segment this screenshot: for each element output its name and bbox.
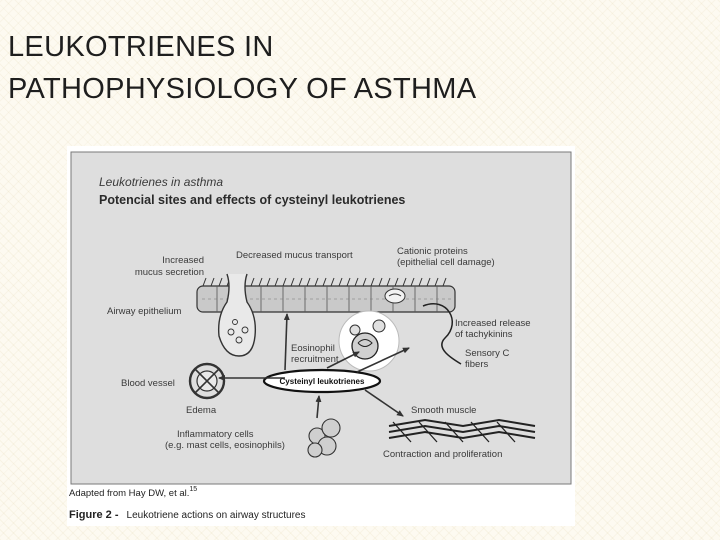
label-contraction: Contraction and proliferation [383,449,502,460]
label-increased-mucus: Increased [162,255,204,266]
figure-source-ref: 15 [189,486,197,493]
figure-frame: Leukotrienes in asthma Potencial sites a… [67,146,575,526]
label-sensory-fibers-2: fibers [465,359,488,370]
figure-caption: Figure 2 - Leukotriene actions on airway … [69,509,306,521]
label-cationic-proteins-2: (epithelial cell damage) [397,257,495,268]
label-cationic-proteins: Cationic proteins [397,246,468,257]
label-inflammatory-cells: Inflammatory cells [177,429,254,440]
label-smooth-muscle: Smooth muscle [411,405,476,416]
sensory-fiber-illustration [422,303,462,365]
label-edema: Edema [186,405,217,416]
figure-source-text: Adapted from Hay DW, et al. [69,488,189,499]
smooth-muscle-illustration [388,418,536,443]
slide-title-line-1: LEUKOTRIENES IN [8,31,274,63]
label-blood-vessel: Blood vessel [121,378,175,389]
blood-vessel-illustration [188,362,226,400]
slide-title: LEUKOTRIENES IN PATHOPHYSIOLOGY OF ASTHM… [8,26,628,110]
figure-title: Potencial sites and effects of cysteinyl… [99,193,405,207]
figure-subtitle: Leukotrienes in asthma [99,175,223,189]
figure-caption-text: Leukotriene actions on airway structures [127,510,306,521]
center-label: Cysteinyl leukotrienes [280,377,365,386]
inflammatory-cells-illustration [307,418,341,458]
leukotriene-diagram: Leukotrienes in asthma Potencial sites a… [69,151,572,521]
label-eosinophil-2: recruitment [291,354,339,365]
label-airway-epithelium: Airway epithelium [107,306,182,317]
label-eosinophil: Eosinophil [291,343,335,354]
label-sensory-fibers: Sensory C [465,348,509,359]
effect-arrows [218,313,410,419]
figure-caption-label: Figure 2 - [69,509,119,521]
figure-source: Adapted from Hay DW, et al.15 [69,486,197,499]
label-inflammatory-cells-2: (e.g. mast cells, eosinophils) [165,440,285,451]
label-tachykinins-2: of tachykinins [455,329,513,340]
label-tachykinins: Increased release [455,318,531,329]
center-node [262,368,382,394]
eosinophil-illustration [338,310,400,372]
damaged-cell-illustration [384,288,406,304]
label-decreased-mucus-transport: Decreased mucus transport [236,250,353,261]
mucus-gland-illustration [217,273,257,357]
label-increased-mucus-2: mucus secretion [135,267,204,278]
slide-title-line-2: PATHOPHYSIOLOGY OF ASTHMA [8,73,477,105]
